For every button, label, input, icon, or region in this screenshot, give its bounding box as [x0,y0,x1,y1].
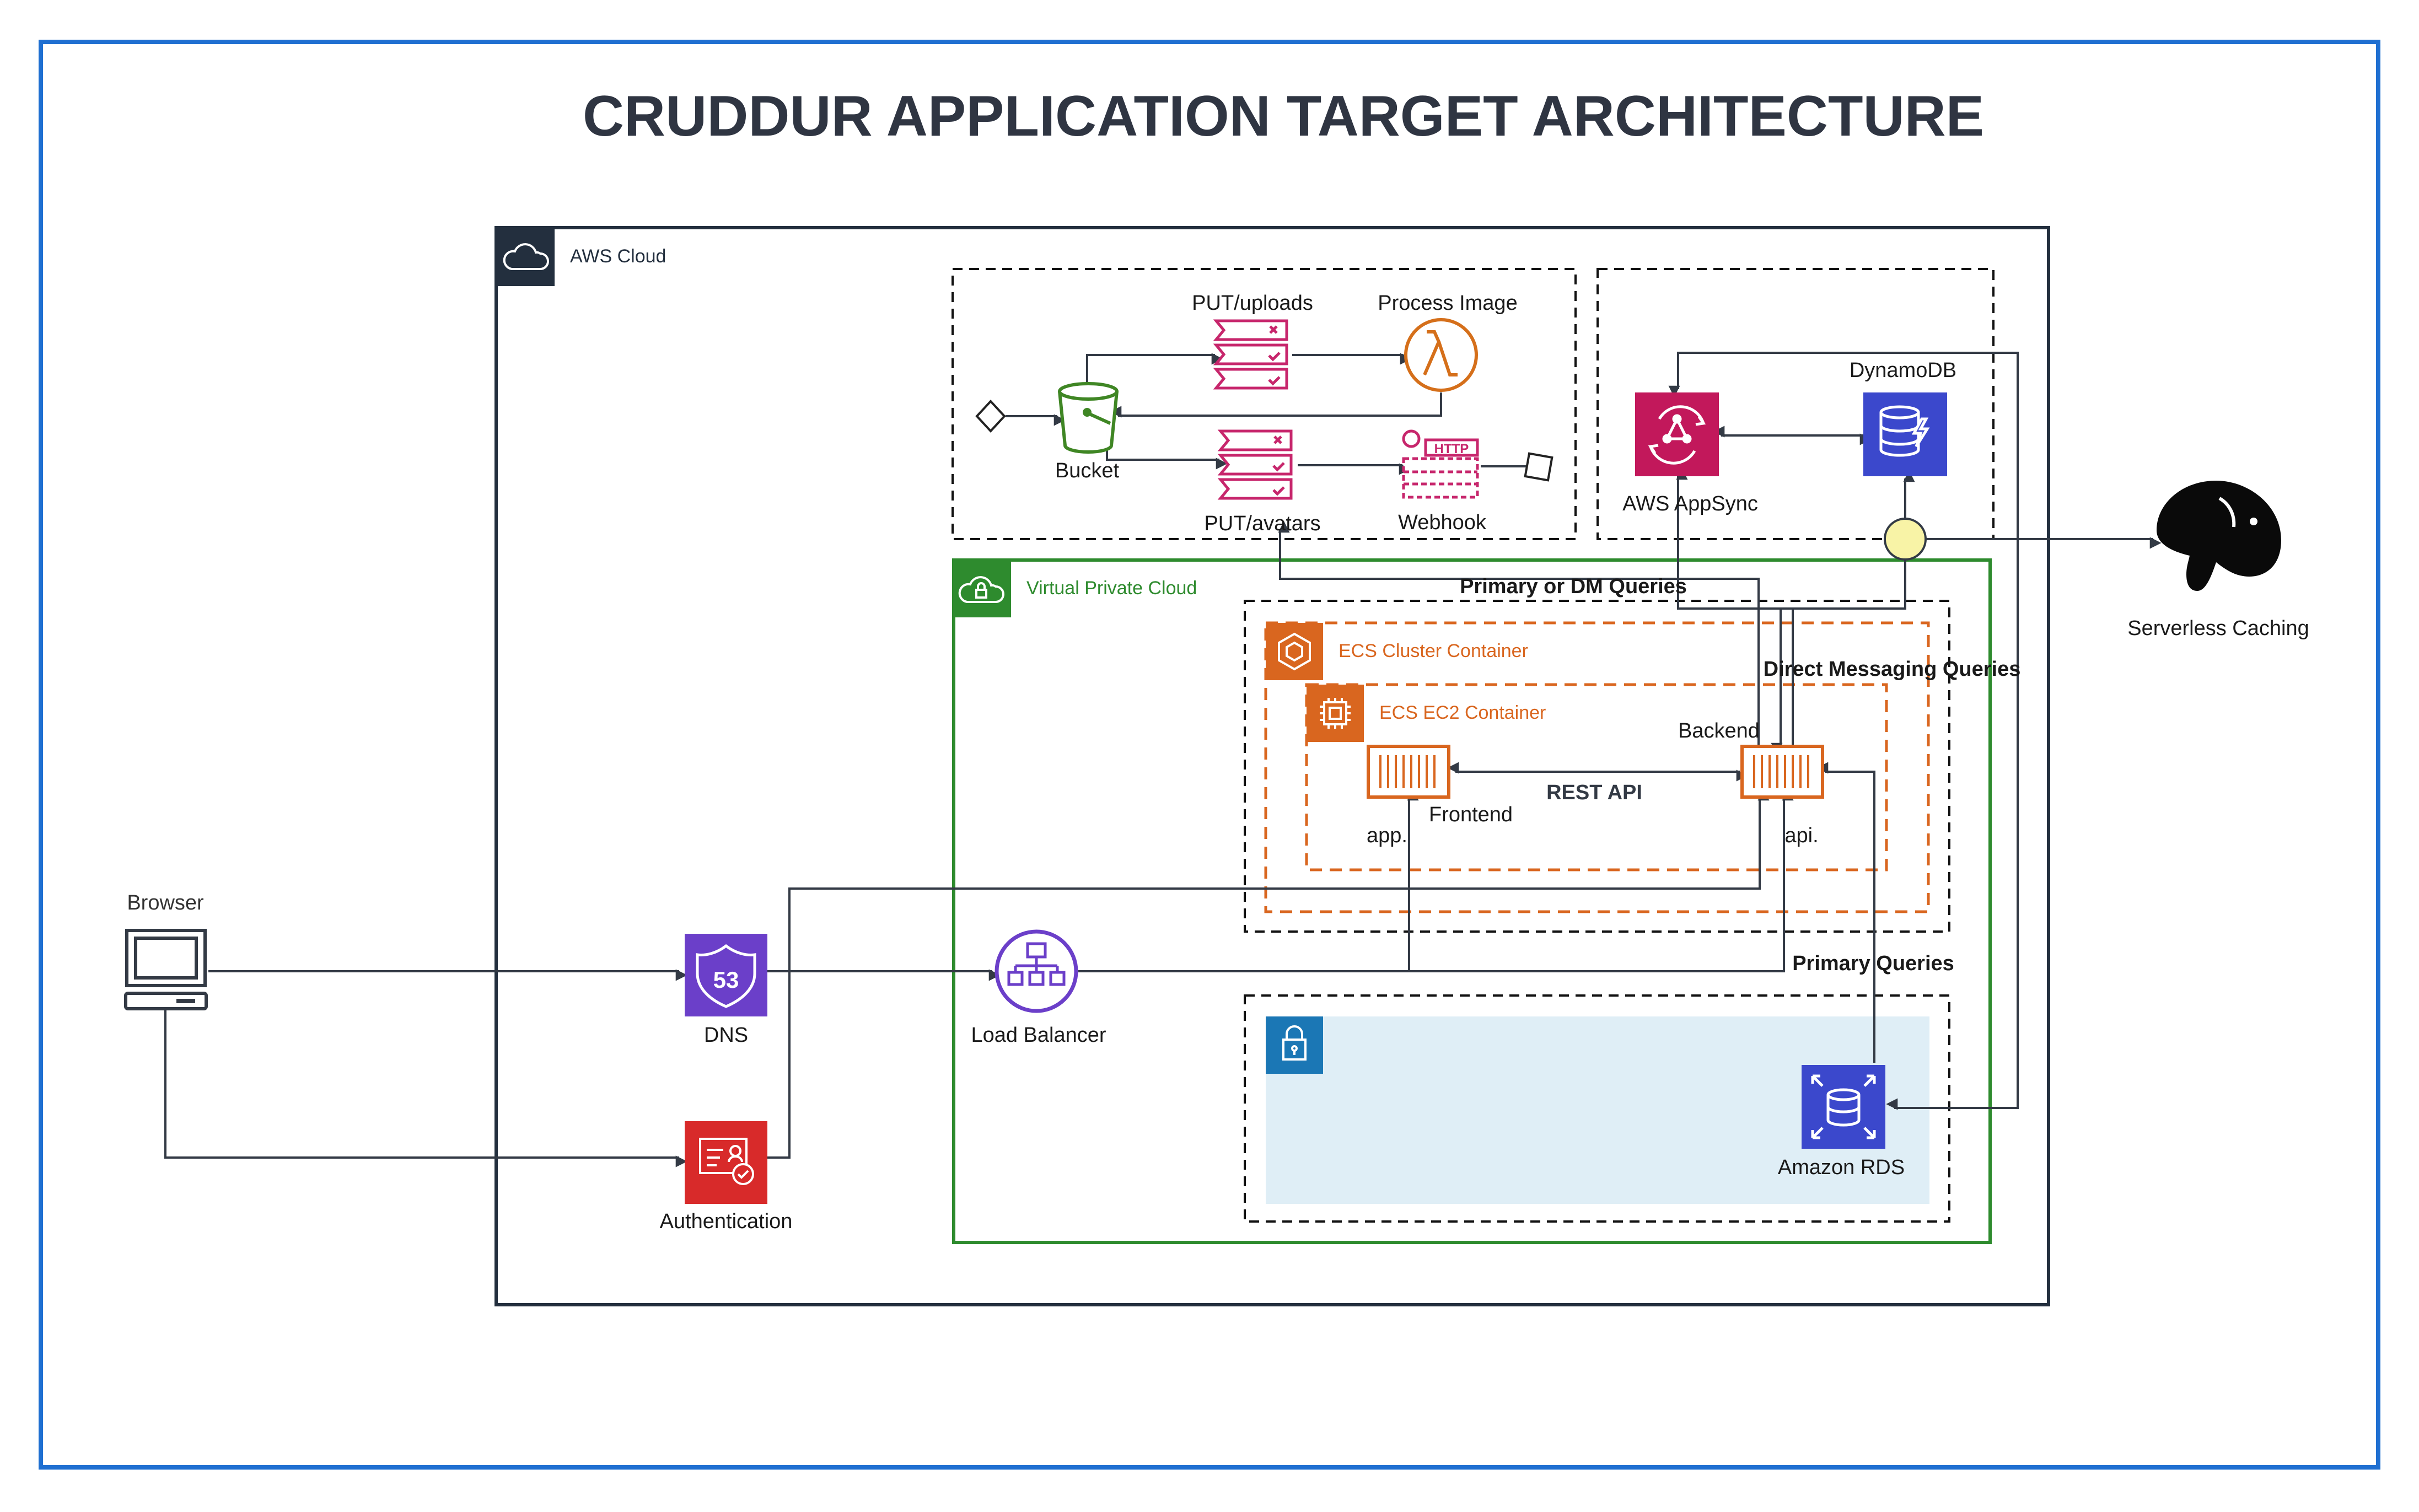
rds-label: Amazon RDS [1778,1156,1905,1179]
edge-rds-appsync [1668,352,2019,1110]
edge-process-bucket [1110,392,1442,418]
edge-browser-authentication [164,1009,687,1167]
momento-logo-icon [2157,481,2281,591]
browser-node[interactable]: Browser [124,891,208,1010]
lambda-icon [1404,318,1478,392]
authentication-node[interactable]: Authentication [660,1121,793,1233]
primary-queries-label: Primary Queries [1792,952,1954,975]
dns-label: DNS [704,1024,748,1047]
authentication-label: Authentication [660,1210,793,1233]
ecs-cluster-label: ECS Cluster Container [1338,641,1528,661]
entry-point-marker [975,400,1006,433]
certificate-icon [685,1121,767,1204]
rest-api-label: REST API [1546,781,1642,804]
put-avatars-label: PUT/avatars [1204,512,1320,535]
browser-label: Browser [127,891,204,914]
ecs-cluster-icon [1278,632,1311,671]
edge-bucket-uploads [1086,353,1223,386]
rds-node[interactable]: Amazon RDS [1778,1065,1905,1179]
api-checklist-icon [1213,319,1288,390]
edge-bucket-avatars [1106,445,1228,470]
webhook-http-text: HTTP [1434,442,1469,456]
diagram-title: CRUDDUR APPLICATION TARGET ARCHITECTURE [583,84,1984,148]
vpc-group: Virtual Private Cloud [952,558,1992,1244]
put-uploads-node[interactable]: PUT/uploads [1192,292,1313,390]
cloud-icon [503,243,549,270]
dynamodb-node[interactable]: DynamoDB [1850,359,1956,476]
backend-node[interactable]: Backend api. [1678,719,1824,847]
frontend-node[interactable]: Frontend app. [1367,745,1513,847]
appsync-node[interactable]: AWS AppSync [1622,392,1758,515]
ecs-ec2-label: ECS EC2 Container [1379,702,1546,723]
direct-messaging-queries-label: Direct Messaging Queries [1764,658,2021,681]
cache-junction [1884,518,1927,561]
dns-node[interactable]: 53 DNS [685,934,767,1047]
process-image-node[interactable]: Process Image [1378,292,1518,392]
lock-icon [1282,1025,1307,1061]
ecs-ec2-group: ECS EC2 Container [1305,683,1888,871]
ecs-ec2-icon-badge [1307,685,1364,742]
dynamodb-icon [1863,392,1947,476]
s3-bucket-icon [1058,382,1119,454]
container-icon [1740,745,1824,799]
aws-cloud-group: AWS Cloud [494,226,2050,1306]
aws-cloud-label: AWS Cloud [570,246,666,267]
exit-point-marker [1524,452,1553,482]
ec2-chip-icon [1320,698,1351,729]
put-uploads-label: PUT/uploads [1192,292,1313,315]
vpc-label: Virtual Private Cloud [1026,578,1197,599]
load-balancer-label: Load Balancer [971,1024,1106,1047]
api-checklist-icon [1217,429,1293,500]
edge-backend-appsync [1676,468,1794,746]
cloud-lock-icon [958,576,1004,603]
frontend-label: Frontend [1429,803,1513,826]
primary-or-dm-queries-label: Primary or DM Queries [1460,575,1687,598]
laptop-icon [124,929,208,1010]
ecs-cluster-icon-badge [1266,623,1323,680]
appsync-label: AWS AppSync [1622,492,1758,515]
put-avatars-node[interactable]: PUT/avatars [1204,429,1321,535]
frontend-host-label: app. [1367,824,1407,847]
webhook-node[interactable]: HTTP Webhook [1398,429,1553,534]
backend-host-label: api. [1784,824,1818,847]
dns-badge-text: 53 [713,967,739,993]
bucket-node[interactable]: Bucket [975,382,1120,482]
ecs-cluster-group: ECS Cluster Container [1264,621,1930,913]
load-balancer-node[interactable]: Load Balancer [971,929,1106,1047]
edge-cache-backend [1771,560,1906,755]
backend-label: Backend [1678,719,1760,742]
compute-group [1244,600,1950,933]
connectors [164,352,2162,1167]
dynamodb-label: DynamoDB [1850,359,1956,382]
serverless-caching-label: Serverless Caching [2127,617,2309,640]
process-image-label: Process Image [1378,292,1517,315]
outer-frame [39,40,2380,1470]
http-endpoint-icon [1402,429,1479,499]
webhook-label: Webhook [1398,511,1487,534]
serverless-caching-node[interactable]: Serverless Caching [2127,481,2309,640]
bucket-label: Bucket [1055,459,1120,482]
